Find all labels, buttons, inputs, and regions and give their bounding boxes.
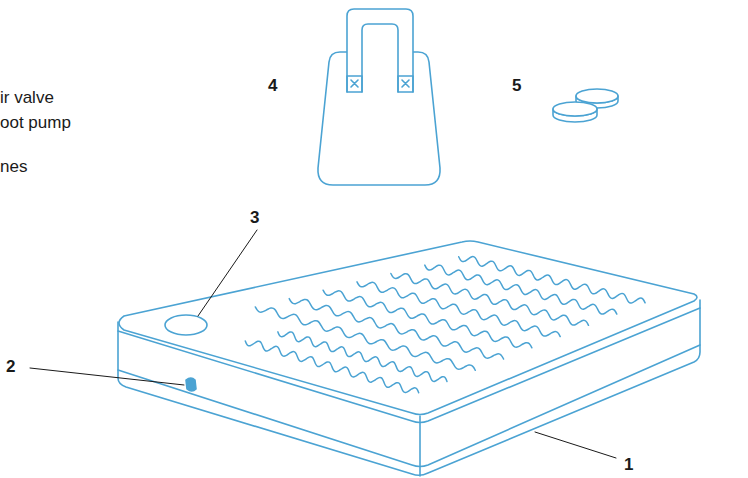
bag-stitch-cross bbox=[351, 80, 409, 87]
mattress-top bbox=[119, 241, 697, 415]
foot-pump bbox=[165, 315, 207, 335]
quilting-line bbox=[289, 299, 503, 359]
mattress-corner bbox=[419, 416, 421, 476]
repair-patch bbox=[553, 102, 597, 116]
leader-line bbox=[30, 368, 184, 385]
callout-number: 5 bbox=[512, 76, 521, 96]
repair-patch bbox=[576, 89, 618, 103]
callout-number: 3 bbox=[250, 208, 259, 228]
callout-number: 1 bbox=[624, 455, 633, 475]
quilting-line bbox=[459, 257, 645, 303]
part-name: nes bbox=[0, 157, 27, 177]
quilting-line bbox=[323, 290, 532, 348]
quilting-line bbox=[245, 341, 418, 393]
quilting-line bbox=[425, 265, 617, 314]
air-valve bbox=[186, 378, 196, 391]
part-name: ir valve bbox=[0, 88, 54, 108]
mattress-seam bbox=[118, 308, 700, 423]
leader-line bbox=[535, 432, 616, 458]
leader-line bbox=[198, 230, 257, 316]
bag-handle bbox=[347, 9, 413, 92]
callout-number: 4 bbox=[268, 76, 277, 96]
mattress-seam bbox=[118, 345, 700, 467]
callout-number: 2 bbox=[6, 357, 15, 377]
part-name: oot pump bbox=[0, 113, 71, 133]
quilting-line bbox=[255, 307, 475, 370]
